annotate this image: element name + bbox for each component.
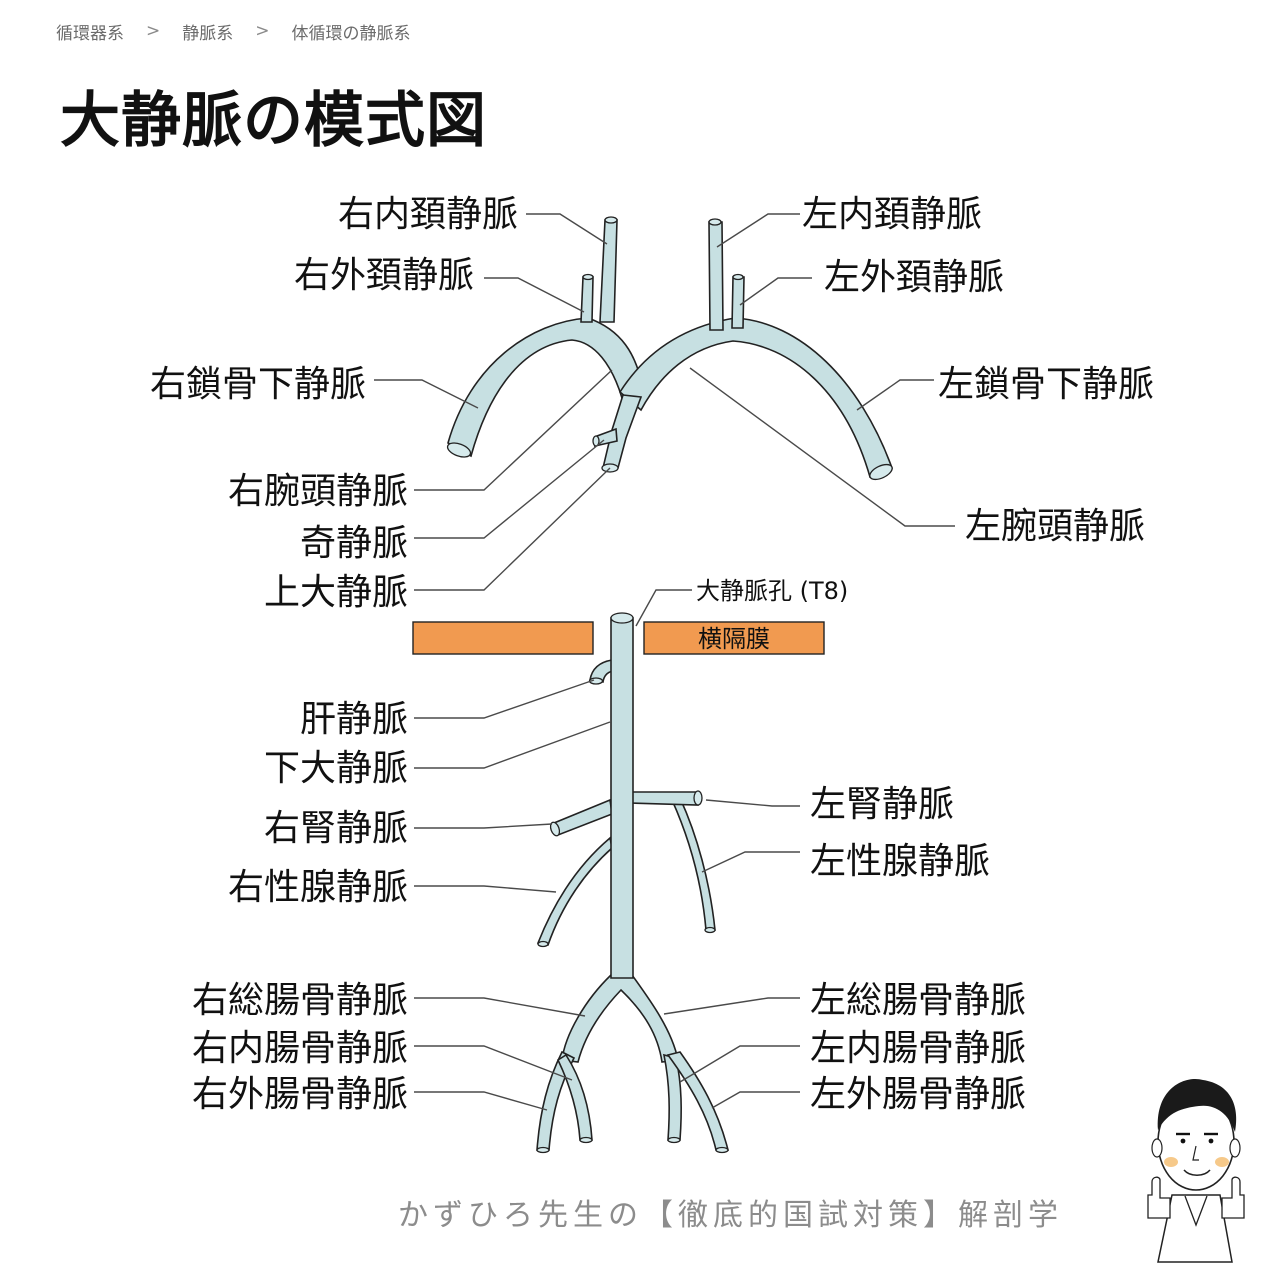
breadcrumb-item-systemic-venous[interactable]: 体循環の静脈系	[291, 23, 411, 44]
hepatic-vein	[589, 659, 614, 683]
breadcrumb-item-venous[interactable]: 静脈系	[182, 23, 234, 44]
label-right-subclavian-vein: 右鎖骨下静脈	[150, 364, 366, 405]
right-renal-vein	[553, 798, 613, 837]
breadcrumb: 循環器系 > 静脈系 > 体循環の静脈系	[56, 18, 411, 44]
label-right-brachiocephalic-vein: 右腕頭静脈	[228, 471, 408, 512]
label-superior-vena-cava: 上大静脈	[264, 572, 408, 613]
right-external-jugular-vein	[580, 276, 594, 323]
doctor-mascot-icon	[1147, 1078, 1245, 1263]
label-left-common-iliac-vein: 左総腸骨静脈	[810, 980, 1026, 1021]
label-left-internal-jugular-vein: 左内頚静脈	[802, 194, 982, 235]
breadcrumb-item-circulatory[interactable]: 循環器系	[56, 23, 124, 44]
label-right-common-iliac-vein: 右総腸骨静脈	[192, 980, 408, 1021]
label-right-internal-jugular-vein: 右内頚静脈	[338, 194, 518, 235]
breadcrumb-separator: >	[255, 21, 270, 41]
left-internal-jugular-vein	[708, 221, 724, 331]
label-left-renal-vein: 左腎静脈	[810, 784, 954, 825]
left-subclavian-vein	[618, 317, 894, 479]
right-internal-iliac-vein	[556, 1053, 593, 1141]
label-right-external-iliac-vein: 右外腸骨静脈	[192, 1074, 408, 1115]
label-right-external-jugular-vein: 右外頚静脈	[294, 255, 474, 296]
diaphragm-left-part	[412, 621, 594, 655]
right-internal-jugular-vein	[599, 219, 618, 323]
footer-credit: かずひろ先生の【徹底的国試対策】解剖学	[398, 1198, 1063, 1233]
left-gonadal-vein	[670, 797, 716, 931]
label-right-gonadal-vein: 右性腺静脈	[228, 867, 408, 908]
label-right-internal-iliac-vein: 右内腸骨静脈	[192, 1028, 408, 1069]
label-left-internal-iliac-vein: 左内腸骨静脈	[810, 1028, 1026, 1069]
label-left-brachiocephalic-vein: 左腕頭静脈	[965, 506, 1145, 547]
left-renal-vein	[629, 791, 699, 806]
page-title: 大静脈の模式図	[60, 86, 487, 156]
label-left-external-jugular-vein: 左外頚静脈	[824, 257, 1004, 298]
diaphragm-right-part	[643, 621, 825, 655]
inferior-vena-cava	[610, 617, 634, 979]
label-inferior-vena-cava: 下大静脈	[264, 748, 408, 789]
breadcrumb-separator: >	[146, 21, 161, 41]
leader-lines	[374, 213, 955, 1111]
label-left-gonadal-vein: 左性腺静脈	[810, 841, 990, 882]
label-diaphragm: 横隔膜	[698, 625, 770, 653]
common-iliac-veins	[561, 974, 679, 1063]
label-right-renal-vein: 右腎静脈	[264, 808, 408, 849]
label-left-subclavian-vein: 左鎖骨下静脈	[938, 364, 1154, 405]
label-azygos-vein: 奇静脈	[300, 523, 408, 564]
left-external-jugular-vein	[731, 276, 745, 329]
label-hepatic-vein: 肝静脈	[300, 699, 408, 740]
label-left-external-iliac-vein: 左外腸骨静脈	[810, 1074, 1026, 1115]
label-caval-opening: 大静脈孔 (T8)	[696, 577, 848, 605]
